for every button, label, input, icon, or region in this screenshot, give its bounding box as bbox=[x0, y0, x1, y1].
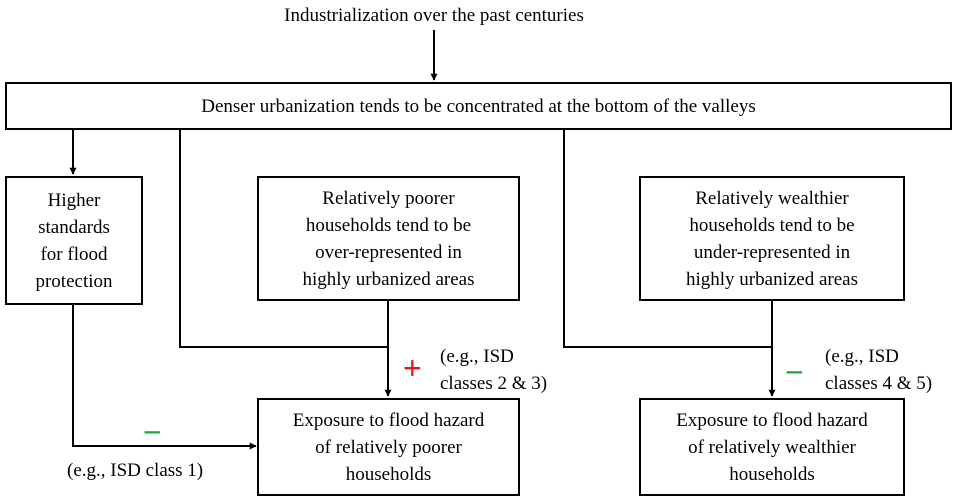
wealthier-line: Relatively wealthier bbox=[695, 187, 849, 209]
annotation-isd-45-line: (e.g., ISD bbox=[825, 346, 899, 367]
exposure-wealthier-line: households bbox=[729, 463, 815, 485]
line-urbanization-to-poorer-exposure bbox=[179, 130, 388, 348]
negative-effect-sign-standards: − bbox=[143, 414, 162, 450]
standards-line: for flood bbox=[40, 243, 108, 265]
annotation-isd-class-1: (e.g., ISD class 1) bbox=[67, 460, 204, 481]
poorer-line: over-represented in bbox=[315, 241, 462, 263]
line-urbanization-to-wealthier-exposure bbox=[563, 130, 772, 348]
annotation-isd-classes-4-5: (e.g., ISD classes 4 & 5) bbox=[825, 343, 932, 397]
annotation-isd-23-line: (e.g., ISD bbox=[440, 346, 514, 367]
box-exposure-wealthier: Exposure to flood hazard of relatively w… bbox=[639, 398, 905, 496]
annotation-isd-45-line: classes 4 & 5) bbox=[825, 373, 933, 394]
title-industrialization: Industrialization over the past centurie… bbox=[284, 5, 584, 26]
box-poorer-households: Relatively poorer households tend to be … bbox=[257, 176, 520, 301]
box-denser-urbanization: Denser urbanization tends to be concentr… bbox=[5, 82, 952, 130]
wealthier-line: households tend to be bbox=[689, 214, 855, 236]
standards-line: protection bbox=[35, 270, 113, 292]
arrow-standards-to-exposure bbox=[72, 305, 257, 450]
standards-line: Higher bbox=[47, 189, 101, 211]
exposure-wealthier-line: of relatively wealthier bbox=[688, 436, 856, 458]
box-exposure-poorer: Exposure to flood hazard of relatively p… bbox=[257, 398, 520, 496]
exposure-poorer-line: households bbox=[345, 463, 432, 485]
positive-effect-sign: + bbox=[403, 350, 422, 386]
wealthier-line: under-represented in bbox=[693, 241, 851, 263]
box-denser-urbanization-label: Denser urbanization tends to be concentr… bbox=[201, 95, 756, 117]
negative-effect-sign-wealthier: − bbox=[785, 354, 804, 390]
poorer-line: highly urbanized areas bbox=[302, 268, 475, 290]
exposure-wealthier-line: Exposure to flood hazard bbox=[676, 409, 868, 431]
annotation-isd-classes-2-3: (e.g., ISD classes 2 & 3) bbox=[440, 343, 547, 397]
wealthier-line: highly urbanized areas bbox=[686, 268, 858, 290]
poorer-line: Relatively poorer bbox=[322, 187, 455, 209]
poorer-line: households tend to be bbox=[305, 214, 472, 236]
box-higher-standards: Higher standards for flood protection bbox=[5, 176, 143, 305]
standards-line: standards bbox=[38, 216, 110, 238]
annotation-isd-23-line: classes 2 & 3) bbox=[440, 373, 548, 394]
box-wealthier-households: Relatively wealthier households tend to … bbox=[639, 176, 905, 301]
exposure-poorer-line: Exposure to flood hazard bbox=[292, 409, 485, 431]
exposure-poorer-line: of relatively poorer bbox=[315, 436, 462, 458]
